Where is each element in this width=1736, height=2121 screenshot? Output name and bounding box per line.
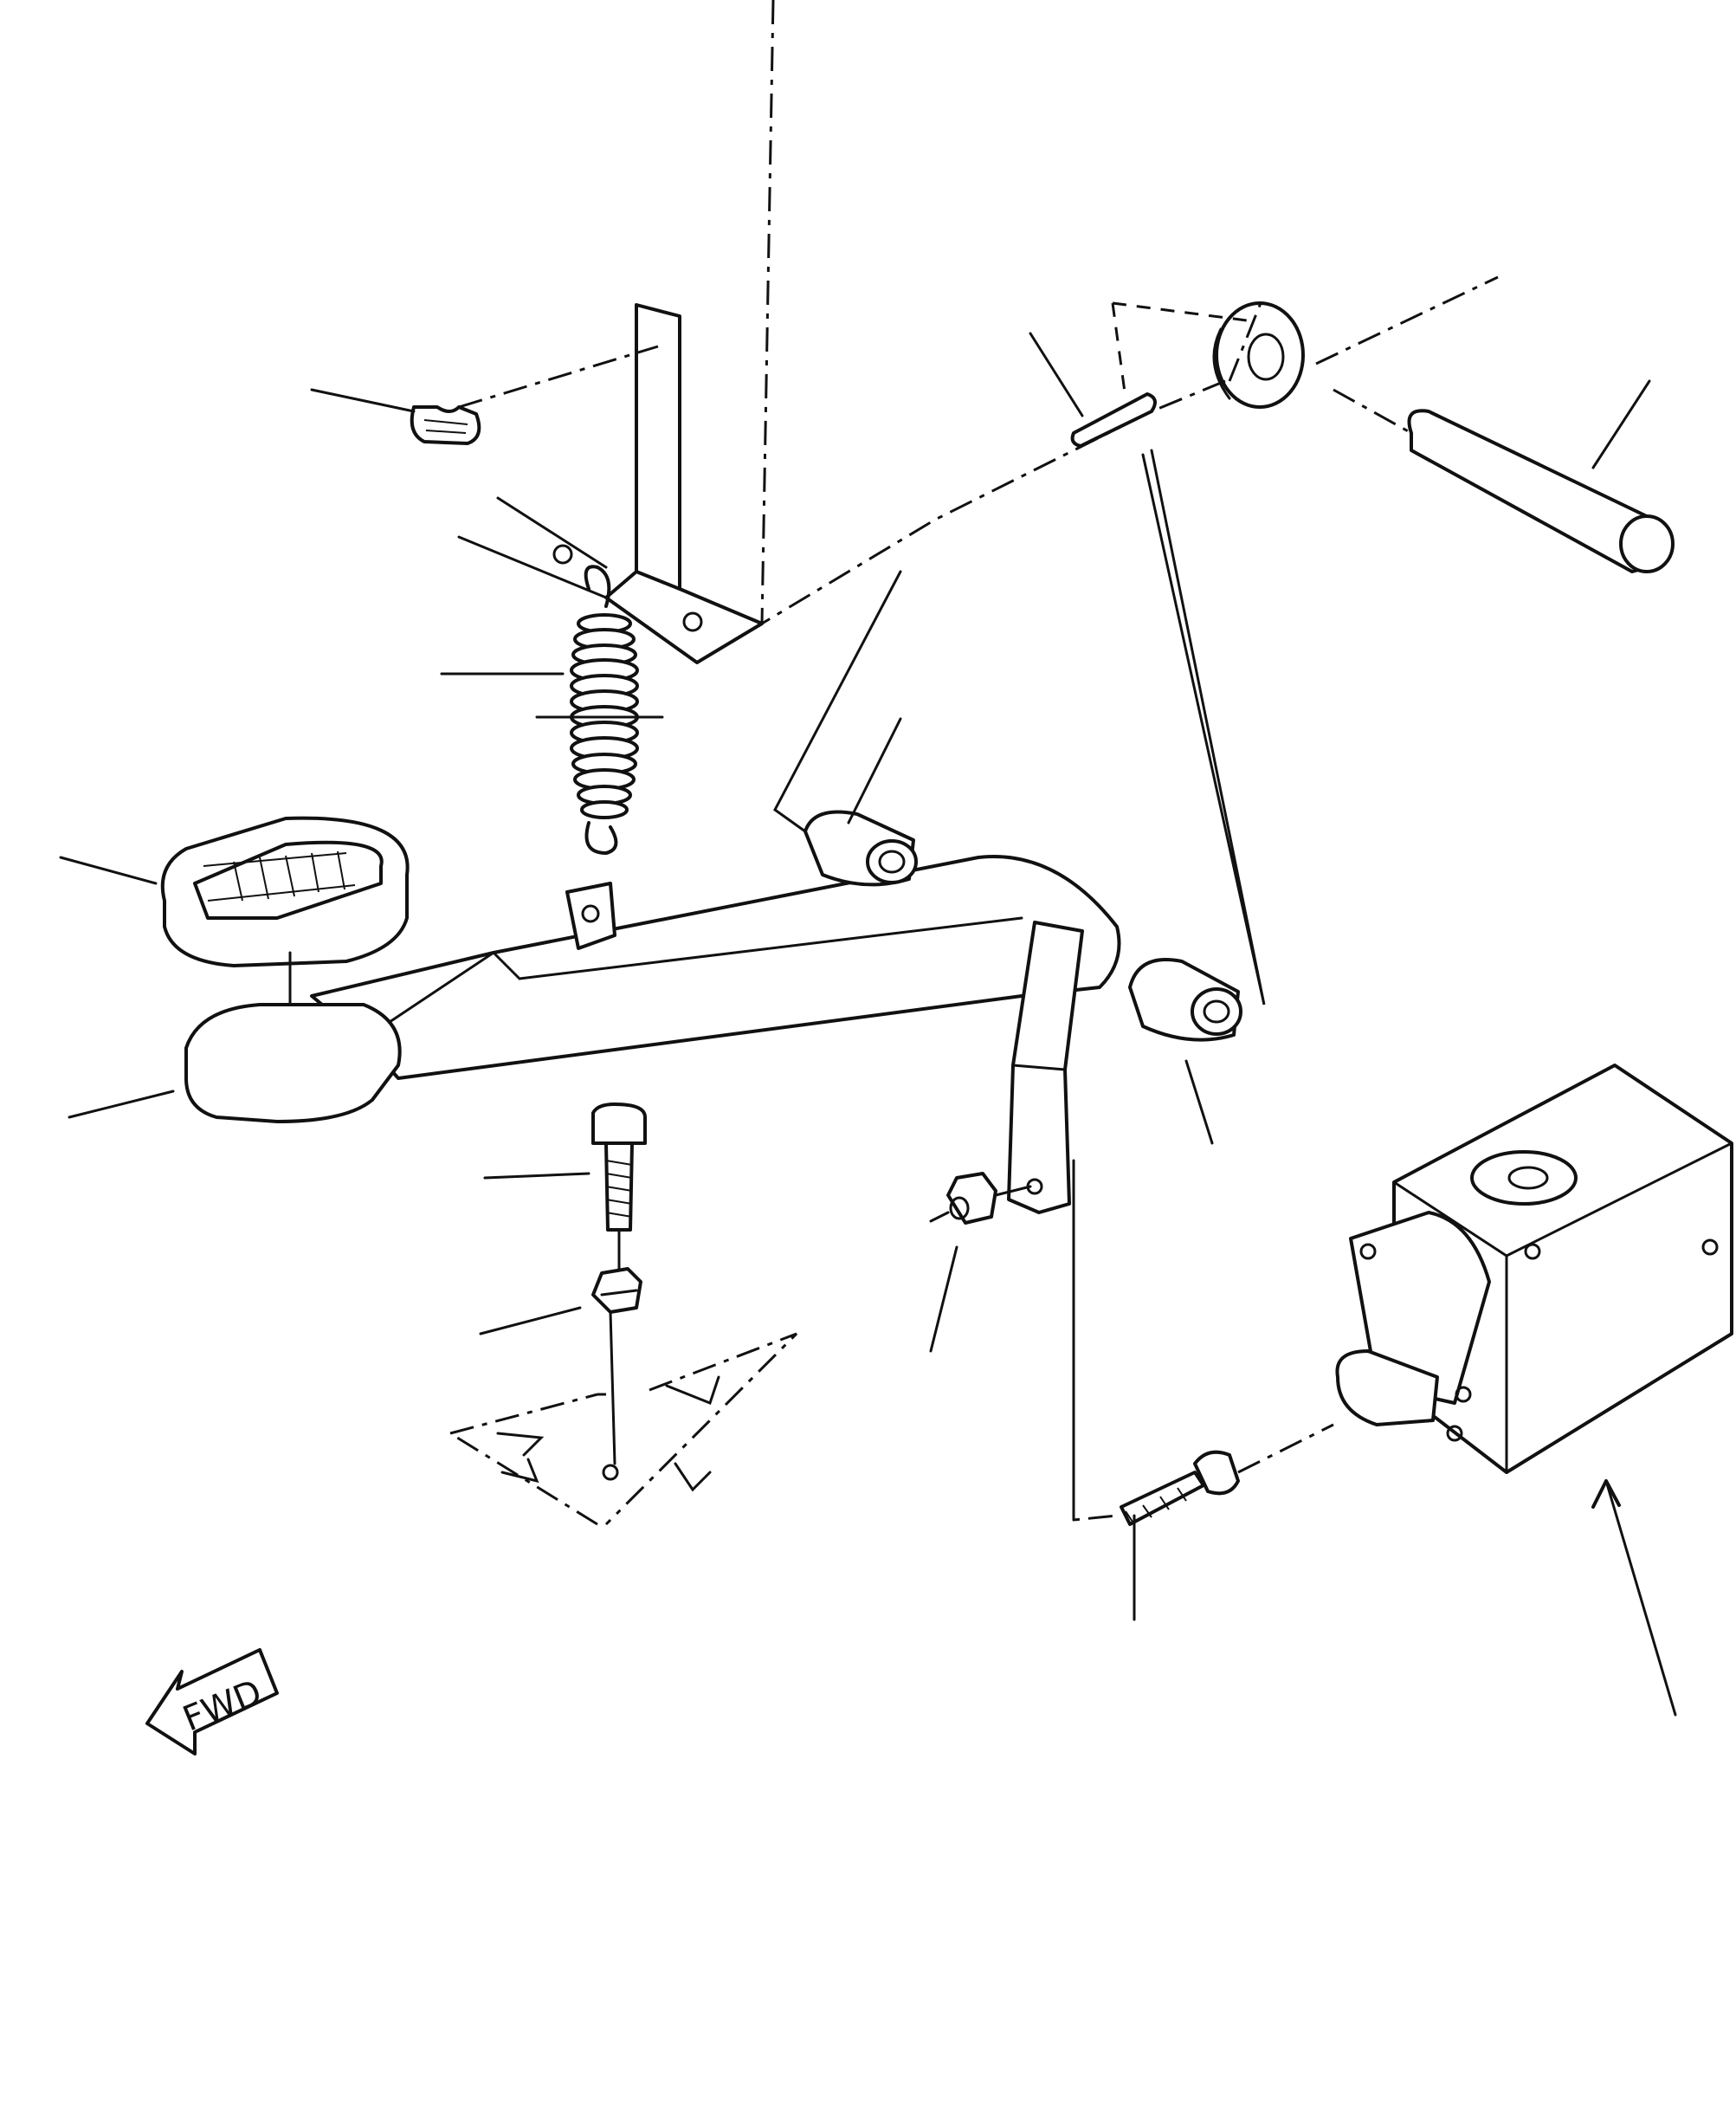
bushing-left bbox=[803, 717, 918, 887]
forward-direction-indicator: FWD bbox=[145, 1648, 279, 1756]
pedal-pad bbox=[59, 816, 410, 967]
roll-pin bbox=[1029, 332, 1157, 448]
vertical-centerline bbox=[760, 0, 775, 624]
lock-nut bbox=[929, 1172, 1032, 1353]
valve-block bbox=[1335, 1064, 1733, 1717]
pivot-shaft bbox=[1407, 379, 1675, 573]
assembly-dash-lines bbox=[761, 294, 1412, 1006]
lever-arm bbox=[1007, 921, 1084, 1214]
return-spring bbox=[440, 565, 664, 855]
bushing-right bbox=[1128, 958, 1242, 1145]
mounting-bracket bbox=[457, 303, 764, 664]
hex-nut bbox=[479, 1228, 642, 1465]
washer bbox=[1212, 275, 1499, 409]
floor-plate bbox=[449, 1332, 798, 1526]
cap-screw bbox=[483, 1103, 647, 1232]
valve-bolt bbox=[1072, 1159, 1334, 1621]
clip-part bbox=[310, 345, 659, 445]
pedal-arm bbox=[68, 855, 1121, 1123]
